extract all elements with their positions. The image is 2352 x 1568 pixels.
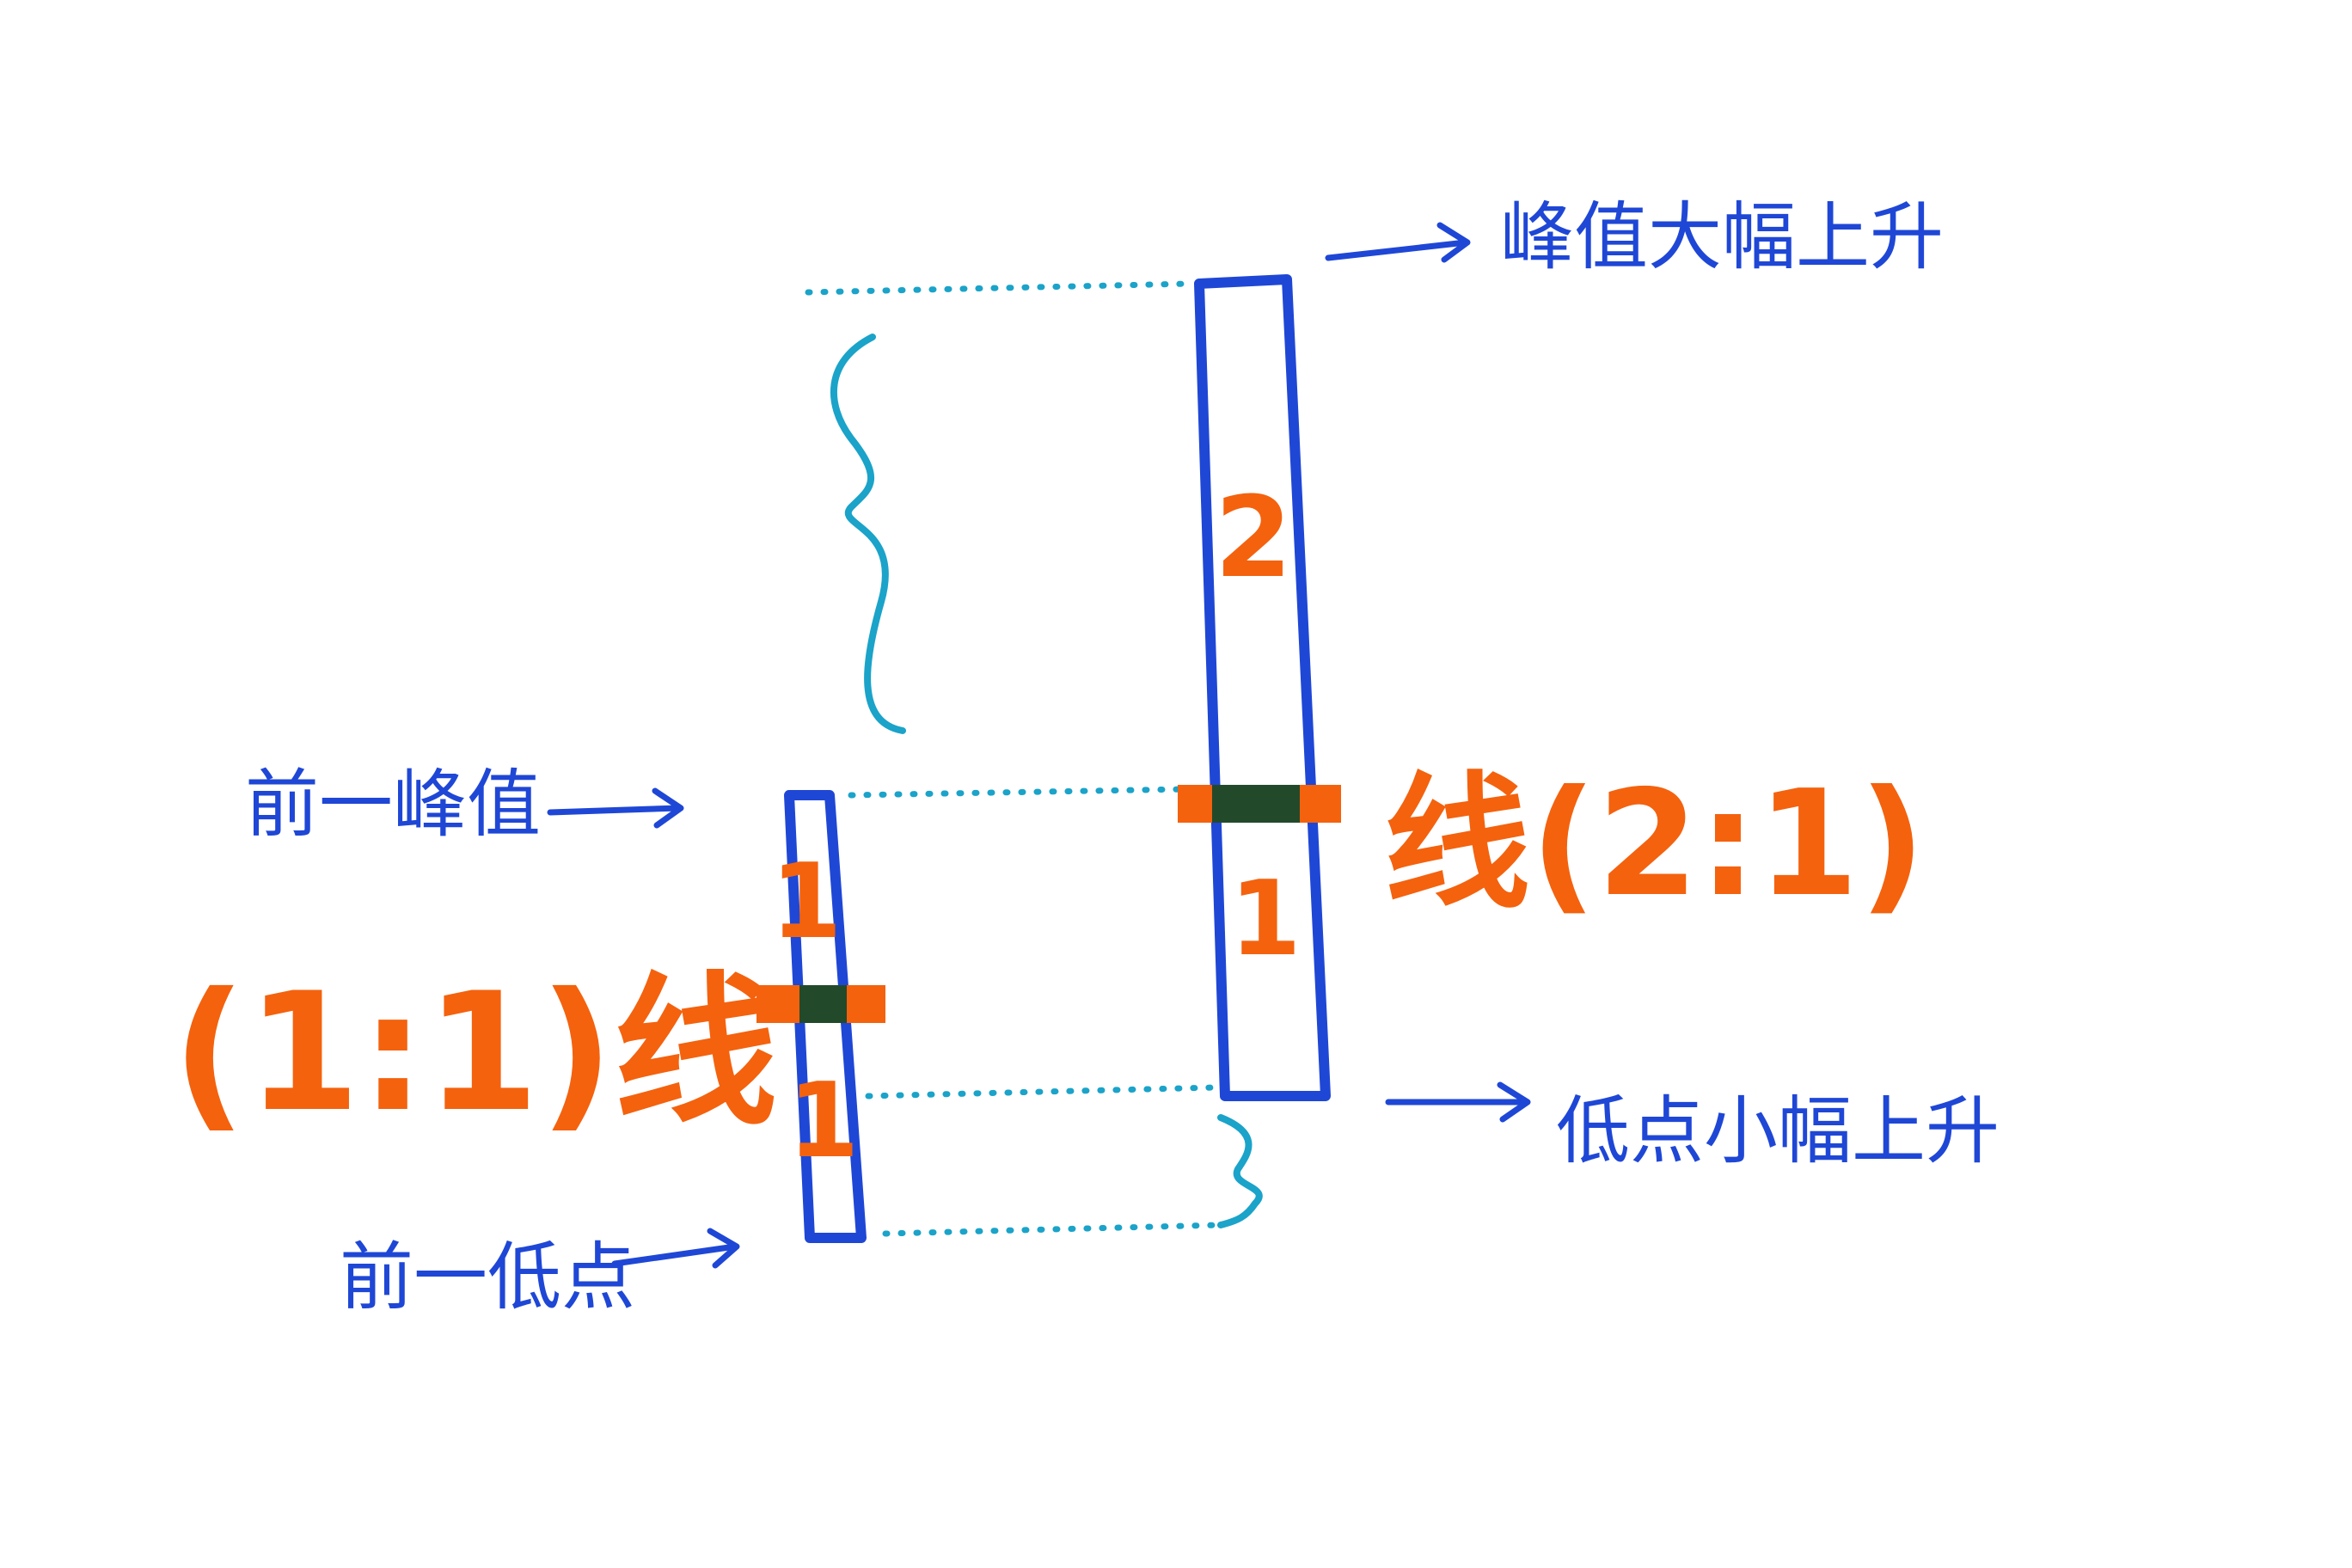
arrow-low-small-rise — [1385, 1081, 1531, 1123]
right-bar — [1194, 274, 1331, 1101]
guide-line-peak-top — [805, 280, 1194, 296]
label-base-peak: 前一峰值 — [245, 762, 541, 848]
guide-line-low-top — [865, 1084, 1220, 1099]
guide-line-base-peak — [848, 786, 1190, 799]
arrow-base-peak — [547, 787, 684, 829]
left-bar-bottom-number: 1 — [787, 1062, 860, 1181]
left-bar-top-number: 1 — [770, 842, 842, 962]
guide-line-base-low — [882, 1222, 1224, 1237]
arrow-peak-large-rise — [1325, 222, 1471, 263]
label-low-small-rise: 低点小幅上升 — [1556, 1088, 2000, 1174]
left-ratio-label: (1:1)线 — [172, 958, 777, 1148]
right-ratio-label: 线(2:1) — [1384, 759, 1926, 929]
left-bar — [784, 790, 867, 1243]
brace-low-rise — [1217, 1114, 1263, 1228]
right-bar-top-number: 2 — [1215, 472, 1292, 603]
arrow-base-low — [611, 1228, 740, 1269]
right-bar-bottom-number: 1 — [1229, 860, 1302, 979]
brace-peak-rise — [830, 334, 906, 734]
label-base-low: 前一低点 — [340, 1234, 635, 1320]
label-peak-large-rise: 峰值大幅上升 — [1500, 194, 1944, 280]
